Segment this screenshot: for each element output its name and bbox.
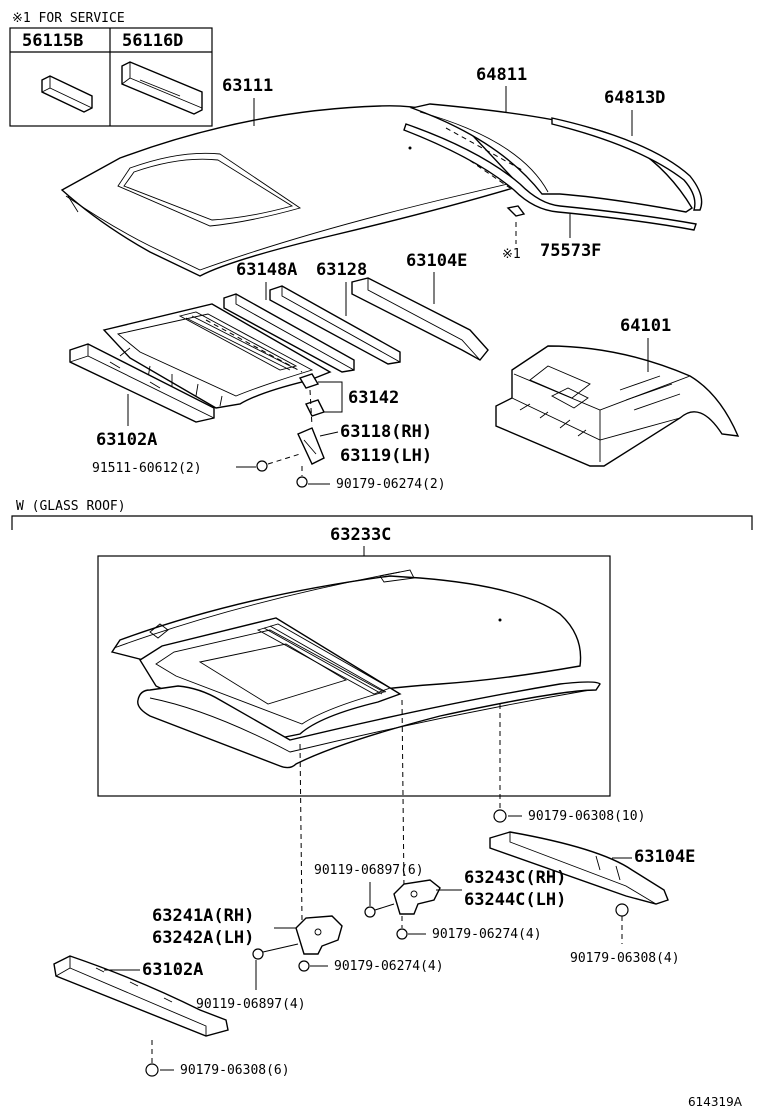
callout-63243c: 63243C(RH) [464, 868, 566, 888]
callout-63104e-top: 63104E [406, 251, 467, 271]
glass-roof-frame [139, 617, 402, 741]
nut-90179-06274-4b-icon [298, 960, 310, 972]
callout-mark-1: ※1 [502, 247, 521, 262]
rail-63104e-top [351, 277, 489, 361]
callout-90179-06308-6: 90179-06308(6) [180, 1063, 290, 1078]
callout-63111: 63111 [222, 76, 273, 96]
glass-roof-kit-box [97, 555, 611, 797]
rail-63128 [269, 285, 401, 365]
rail-63104e-bottom [489, 831, 669, 905]
callout-90119-06897-6: 90119-06897(6) [314, 863, 424, 878]
bolt-90119-06897-6-icon [364, 906, 376, 918]
rear-panel-64101 [495, 345, 740, 467]
molding-64813d [551, 117, 703, 211]
brackets-63142 [298, 373, 325, 417]
callout-63142: 63142 [348, 388, 399, 408]
callout-63148a: 63148A [236, 260, 297, 280]
callout-63244c: 63244C(LH) [464, 890, 566, 910]
rail-63148a [223, 293, 355, 373]
brackets-63118-63119 [297, 427, 325, 465]
bracket-63241a [295, 915, 343, 955]
callout-63102a-bottom: 63102A [142, 960, 203, 980]
callout-90119-06897-4: 90119-06897(4) [196, 997, 306, 1012]
callout-64811: 64811 [476, 65, 527, 85]
bolt-91511-icon [256, 460, 268, 472]
callout-90179-06274-4a: 90179-06274(4) [432, 927, 542, 942]
callout-63104e-bottom: 63104E [634, 847, 695, 867]
service-parts-box: 56115B 56116D [9, 27, 213, 127]
service-note: ※1 FOR SERVICE [12, 11, 125, 26]
callout-63242a: 63242A(LH) [152, 928, 254, 948]
callout-63241a: 63241A(RH) [152, 906, 254, 926]
nut-90179-06308-4-icon [615, 903, 629, 917]
weatherstrip-75573f [403, 123, 697, 231]
service-part-56115b: 56115B [22, 31, 83, 51]
nut-90179-06274-4a-icon [396, 928, 408, 940]
callout-63118: 63118(RH) [340, 422, 432, 442]
nut-90179-06308-6-icon [145, 1063, 159, 1077]
bolt-90119-06897-4-icon [252, 948, 264, 960]
bracket-63243c [393, 879, 441, 915]
service-part-56116d: 56116D [122, 31, 183, 51]
callout-90179-06308-4: 90179-06308(4) [570, 951, 680, 966]
callout-63128: 63128 [316, 260, 367, 280]
callout-90179-06274-2: 90179-06274(2) [336, 477, 446, 492]
callout-91511: 91511-60612(2) [92, 461, 202, 476]
part-56116d-drawing [121, 61, 203, 115]
front-header-63102a-bottom [53, 955, 229, 1037]
diagram-id: 614319A [688, 1095, 743, 1109]
nut-90179-top-icon [296, 476, 308, 488]
callout-63233c: 63233C [330, 525, 391, 545]
callout-63102a-top: 63102A [96, 430, 157, 450]
roof-panel-63111 [60, 105, 522, 277]
callout-75573f: 75573F [540, 241, 601, 261]
front-header-63102a-top [69, 343, 215, 423]
glass-roof-note: W (GLASS ROOF) [16, 499, 126, 514]
callout-90179-06274-4b: 90179-06274(4) [334, 959, 444, 974]
callout-64813d: 64813D [604, 88, 665, 108]
callout-63119: 63119(LH) [340, 446, 432, 466]
callout-90179-06308-10: 90179-06308(10) [528, 809, 645, 824]
callout-64101: 64101 [620, 316, 671, 336]
glass-roof-seal [137, 681, 601, 769]
part-56115b-drawing [41, 75, 93, 113]
nut-90179-06308-icon [493, 809, 507, 823]
